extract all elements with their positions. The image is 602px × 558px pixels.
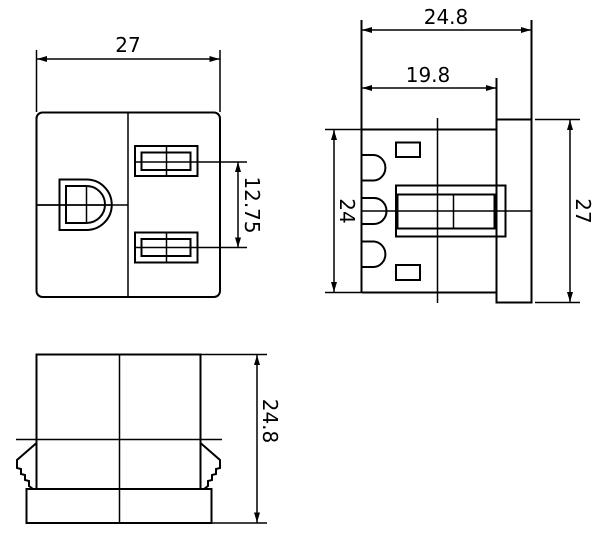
front-view: 27 12.75 [35,33,264,298]
dimension-label: 27 [571,198,595,223]
side-window-bottom [395,264,421,281]
side-pin [395,184,507,238]
dimension-label: 19.8 [406,63,451,87]
bottom-view: 24.8 [16,353,282,524]
dimension-label: 12.75 [240,176,264,233]
dimension-body-depth: 19.8 [362,63,496,91]
top-socket-slot [134,145,247,177]
latch-bumps [361,154,388,268]
ground-pin-icon [36,178,113,231]
side-window-top [395,141,421,158]
bottom-body [35,353,202,490]
left-teeth [16,442,38,490]
dimension-label: 24.8 [258,399,282,444]
dimension-pin-spacing: 12.75 [235,162,264,248]
side-view: 24.8 19.8 24 27 [325,5,595,304]
dimension-label: 24.8 [424,5,469,29]
dimension-label: 24 [335,198,359,223]
dimension-overall-depth: 24.8 [362,5,531,33]
bottom-socket-slot [134,231,247,264]
dimension-bottom-height: 24.8 [200,353,282,524]
dimension-label: 27 [115,33,140,57]
dimension-front-width: 27 [35,33,221,112]
dimension-flange-height: 27 [535,118,595,304]
dimension-body-height: 24 [325,128,361,294]
right-teeth [199,442,221,490]
